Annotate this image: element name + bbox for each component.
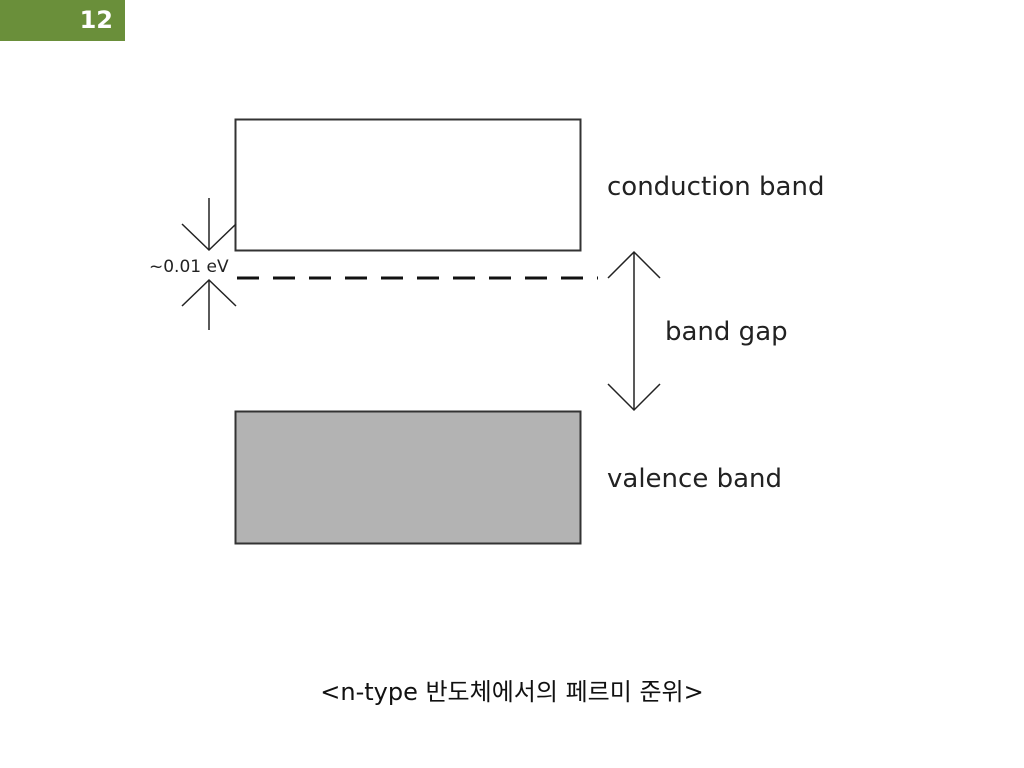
band-gap-label: band gap [665,317,788,347]
valence-band-label: valence band [607,464,782,494]
energy-gap-marker [181,198,237,330]
band-gap-arrow [607,250,661,412]
conduction-band-box [234,118,582,252]
valence-band-box [234,410,582,545]
energy-gap-label: ~0.01 eV [149,257,229,277]
conduction-band-label: conduction band [607,172,824,202]
page-number: 12 [79,6,113,34]
figure-caption: <n-type 반도체에서의 페르미 준위> [320,678,704,706]
page-number-badge: 12 [0,0,125,41]
